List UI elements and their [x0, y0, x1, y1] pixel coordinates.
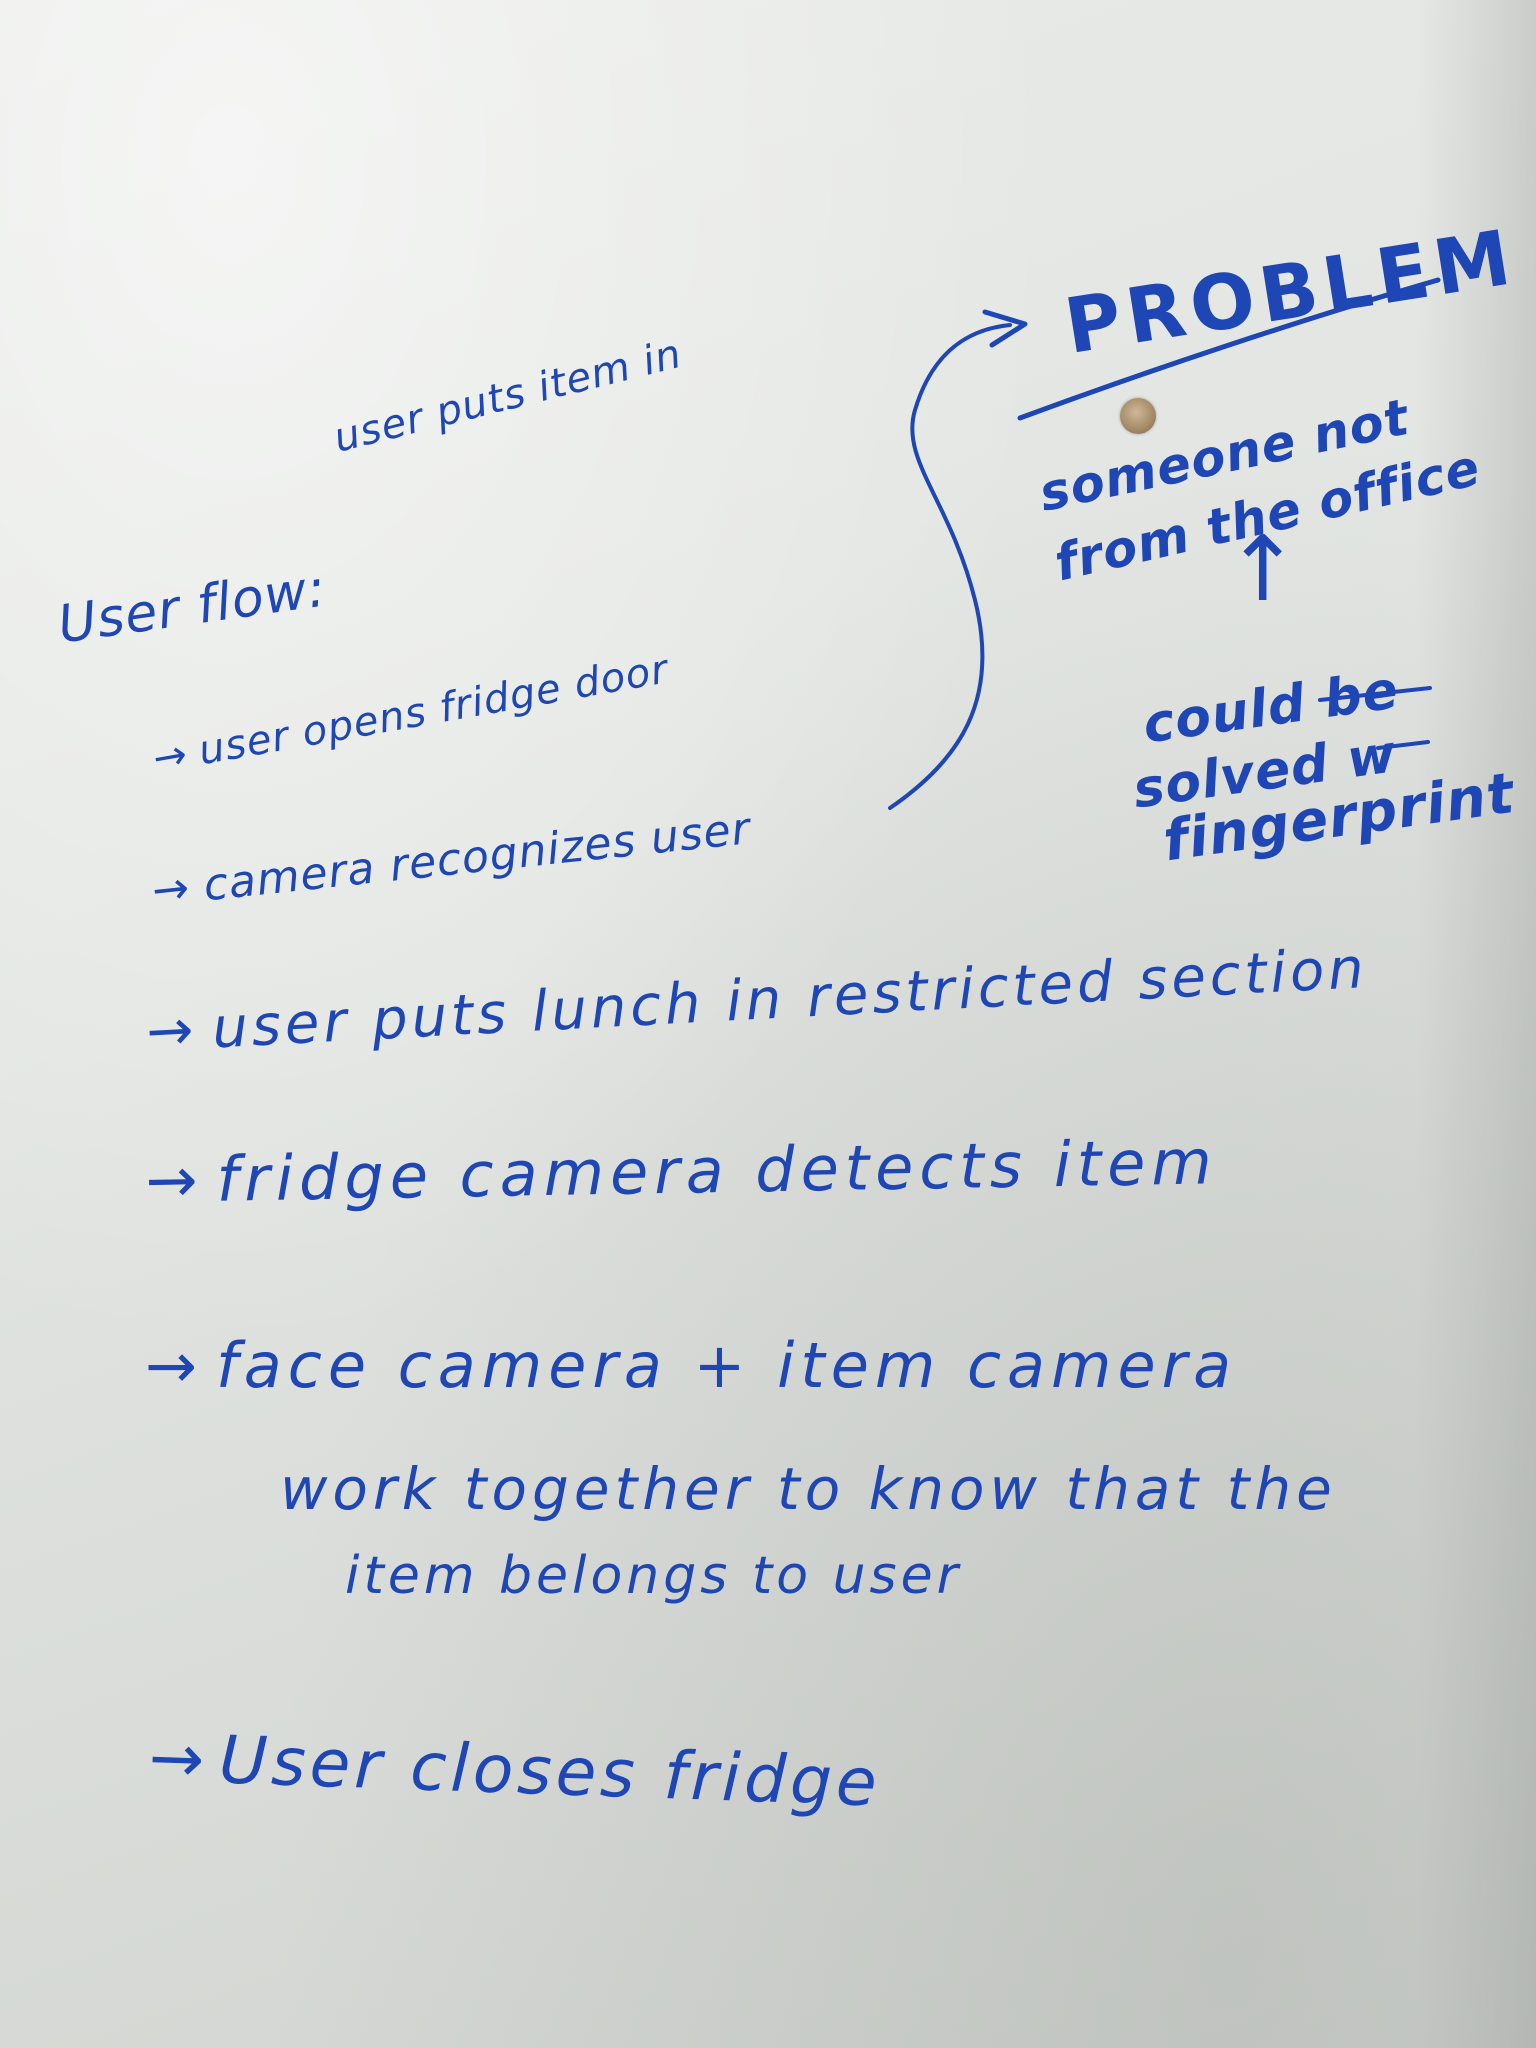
step-4-text: fridge camera detects item [215, 1125, 1219, 1216]
user-flow-title: User flow: [54, 558, 330, 656]
step-2: → camera recognizes user [149, 803, 753, 917]
step-5-text: face camera + item camera [215, 1329, 1238, 1402]
connector-arrowhead-icon [982, 309, 1028, 348]
step-5: → face camera + item camera [145, 1335, 1237, 1397]
step-3-text: user puts lunch in restricted section [210, 936, 1370, 1062]
step-1: → user opens fridge door [149, 646, 672, 783]
arrow-right-icon: → [144, 1143, 200, 1217]
step-3: → user puts lunch in restricted section [144, 936, 1369, 1065]
step-4: → fridge camera detects item [145, 1125, 1218, 1217]
arrow-right-icon: → [145, 1329, 198, 1402]
step-6-text: User closes fridge [217, 1721, 882, 1822]
note-user-puts-item-in: user puts item in [329, 330, 687, 462]
magnet-icon [1120, 398, 1156, 434]
step-2-text: camera recognizes user [201, 803, 753, 912]
step-5-text-line-3: item belongs to user [345, 1546, 963, 1606]
curved-connector-arrow [888, 323, 1012, 810]
step-1-text: user opens fridge door [195, 646, 672, 775]
step-5-text-line-2: work together to know that the [280, 1455, 1337, 1523]
step-6: → User closes fridge [148, 1719, 882, 1822]
arrow-right-icon: → [144, 997, 196, 1065]
arrow-right-icon: → [149, 731, 192, 783]
arrow-right-icon: → [147, 1719, 207, 1798]
arrow-right-icon: → [149, 862, 193, 917]
up-arrow-icon: ↑ [1225, 517, 1302, 622]
